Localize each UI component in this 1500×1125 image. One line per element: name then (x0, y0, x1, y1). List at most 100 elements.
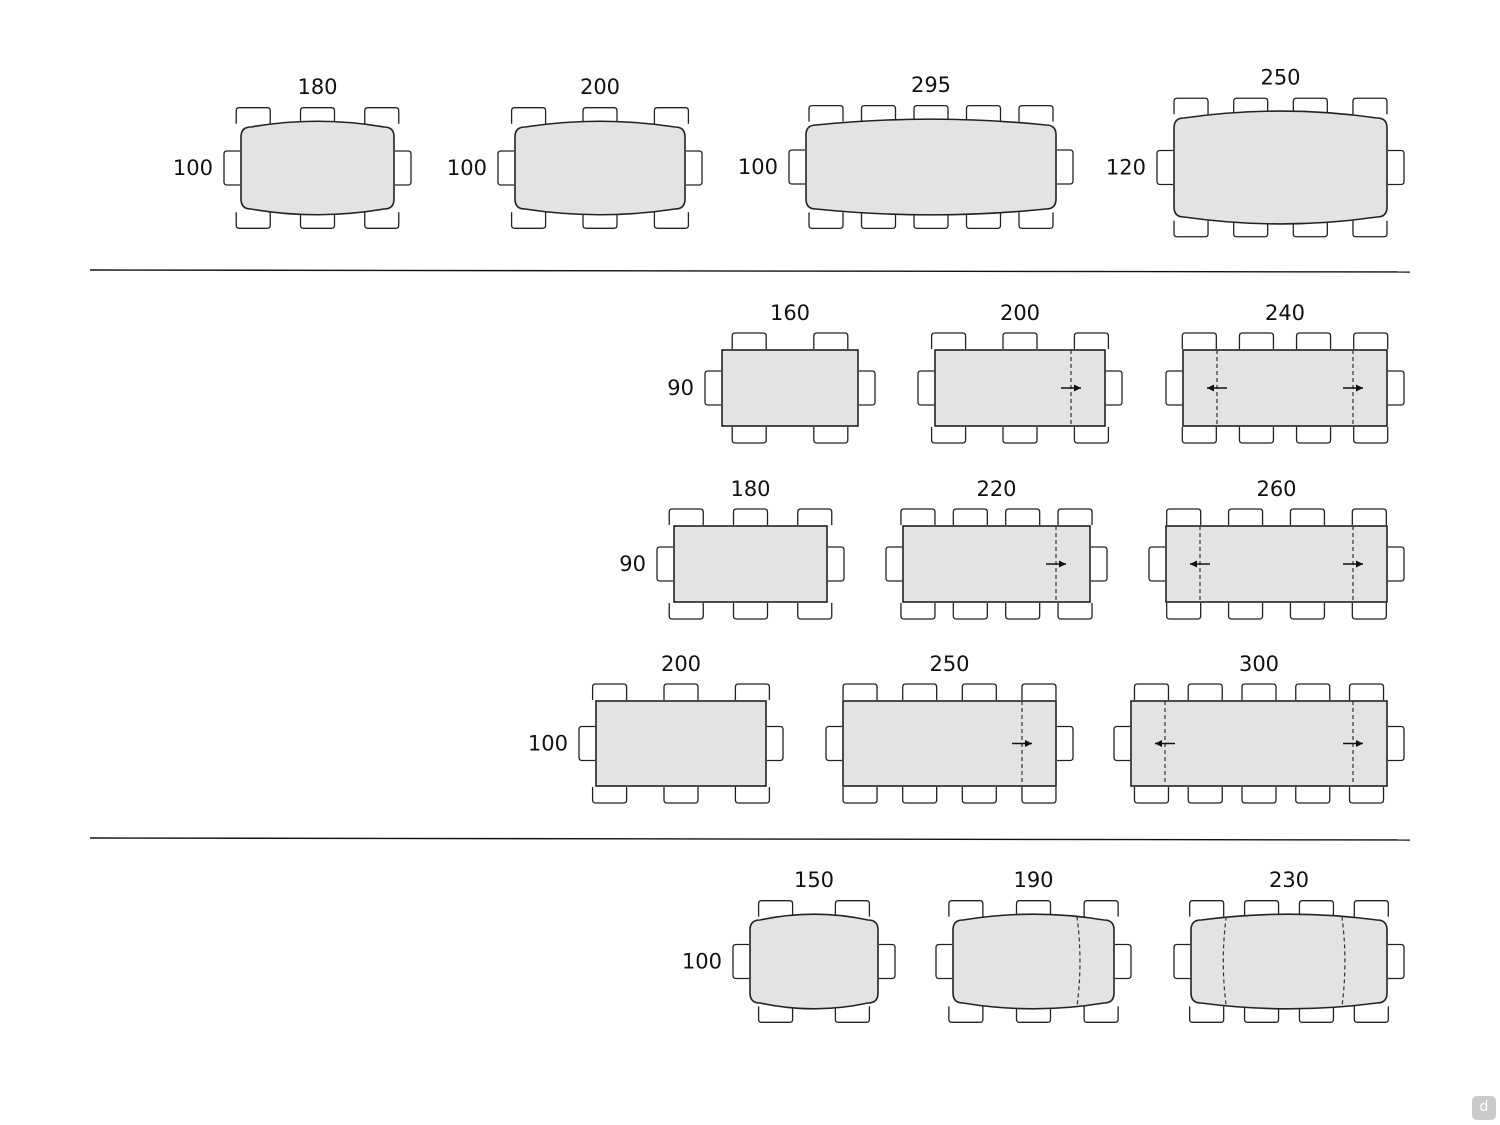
table-top (240, 120, 395, 216)
width-label: 100 (528, 732, 568, 756)
extension-line (1076, 916, 1081, 1007)
chair-icon (1165, 370, 1182, 406)
length-label: 180 (297, 75, 337, 99)
chair-icon (902, 683, 938, 700)
table-shaped-extendable-190: 190 (935, 868, 1132, 1023)
chair-icon (1002, 427, 1038, 444)
chair-icon (731, 427, 767, 444)
chair-icon (813, 332, 849, 349)
chair-icon (1083, 1006, 1119, 1023)
chair-icon (1091, 546, 1108, 582)
chair-icon (299, 107, 336, 124)
chair-icon (668, 603, 704, 620)
table-top (1173, 110, 1388, 225)
chair-icon (1238, 332, 1275, 349)
chair-icon (1057, 603, 1093, 620)
chair-icon (797, 508, 833, 525)
chair-icon (1292, 97, 1328, 115)
chair-icon (1015, 900, 1052, 917)
arrowhead-icon (1025, 740, 1032, 747)
chair-icon (1021, 683, 1057, 700)
chair-icon (900, 603, 936, 620)
length-label: 200 (661, 652, 701, 676)
chair-icon (1353, 1006, 1389, 1023)
chair-icon (825, 725, 842, 762)
chair-icon (1351, 508, 1387, 525)
chair-icon (1351, 603, 1387, 620)
section-divider (89, 269, 1411, 273)
chair-icon (797, 603, 833, 620)
chair-icon (1133, 787, 1170, 804)
chair-icon (1352, 97, 1388, 115)
brand-badge: d (1472, 1096, 1496, 1120)
chair-icon (1021, 787, 1057, 804)
length-label: 200 (1000, 301, 1040, 325)
chair-icon (885, 546, 902, 582)
chair-icon (578, 725, 595, 762)
width-label: 120 (1106, 156, 1146, 180)
chair-icon (653, 212, 690, 229)
chair-icon (1353, 900, 1389, 917)
chair-icon (808, 104, 844, 122)
chair-icon (223, 150, 240, 186)
extension-line (1222, 916, 1227, 1007)
chair-icon (1352, 220, 1388, 238)
table-top (721, 349, 859, 427)
chair-icon (235, 107, 271, 124)
chair-icon (917, 370, 934, 406)
table-rectangular-extendable-250: 250 (825, 652, 1074, 804)
chair-icon (1173, 97, 1209, 115)
chair-icon (948, 900, 984, 917)
chair-icon (1083, 900, 1119, 917)
length-label: 190 (1013, 868, 1053, 892)
chair-icon (913, 104, 949, 122)
chair-icon (1057, 149, 1074, 185)
chair-icon (1227, 508, 1264, 525)
chair-icon (591, 787, 628, 804)
chair-icon (1005, 603, 1041, 620)
d-logo-icon: d (1479, 1099, 1489, 1115)
chair-icon (663, 787, 699, 804)
chair-icon (395, 150, 412, 186)
chair-icon (1189, 1006, 1225, 1023)
chair-icon (656, 546, 673, 582)
chair-icon (1073, 427, 1110, 444)
chair-icon (842, 683, 878, 700)
table-rectangular-extendable-260: 260 (1148, 477, 1405, 620)
chair-icon (1241, 683, 1277, 700)
chair-icon (1243, 1006, 1280, 1023)
chair-icon (1018, 212, 1054, 230)
chair-icon (860, 212, 897, 230)
width-label: 90 (619, 552, 646, 576)
table-rectangular-extendable-160: 160 90 (667, 301, 876, 444)
table-rectangular-extendable-200: 200 (917, 301, 1123, 444)
width-label: 90 (667, 376, 694, 400)
chair-icon (1295, 683, 1331, 700)
length-label: 300 (1239, 652, 1279, 676)
width-label: 100 (682, 950, 722, 974)
length-label: 160 (770, 301, 810, 325)
length-label: 250 (1260, 66, 1300, 90)
chair-icon (364, 212, 400, 229)
arrowhead-icon (1074, 384, 1081, 392)
chair-icon (952, 508, 988, 525)
chair-icon (686, 150, 703, 186)
table-top (514, 120, 686, 216)
arrowhead-icon (1207, 384, 1214, 392)
chair-icon (834, 900, 871, 917)
chair-icon (1388, 546, 1405, 582)
chair-icon (767, 725, 784, 762)
chair-icon (732, 943, 749, 980)
width-label: 100 (173, 156, 213, 180)
chair-icon (1241, 787, 1277, 804)
chair-icon (663, 683, 699, 700)
chair-icon (299, 212, 336, 229)
chair-icon (948, 1006, 984, 1023)
chair-icon (1073, 332, 1110, 349)
chair-icon (935, 943, 952, 980)
table-top (1190, 913, 1388, 1010)
chair-icon (788, 149, 805, 185)
chair-icon (1388, 725, 1405, 762)
width-label: 100 (738, 155, 778, 179)
chair-icon (1173, 220, 1209, 238)
